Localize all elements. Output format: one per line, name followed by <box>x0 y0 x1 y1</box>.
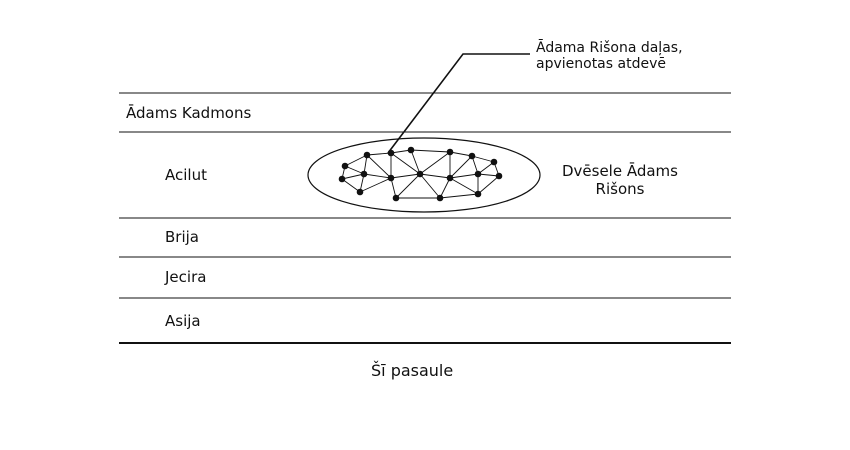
soul-parts-network <box>338 146 503 202</box>
world-label-brija: Brija <box>165 228 199 246</box>
soul-part-node <box>474 170 482 178</box>
this-world-label: Šī pasaule <box>371 361 454 380</box>
soul-part-node <box>474 190 482 198</box>
soul-part-node <box>360 170 368 178</box>
soul-ellipse <box>307 137 541 213</box>
soul-part-node <box>356 188 364 196</box>
soul-part-node <box>392 194 400 202</box>
callout-pointer-line <box>387 53 530 154</box>
soul-part-node <box>468 152 476 160</box>
callout-label-line-1: Ādama Rišona daļas, <box>536 40 683 56</box>
soul-part-node <box>387 174 395 182</box>
soul-part-node <box>436 194 444 202</box>
soul-part-node <box>490 158 498 166</box>
world-label-adam-kadmon: Ādams Kadmons <box>126 104 252 122</box>
world-label-acilut: Acilut <box>165 166 207 184</box>
soul-part-node <box>446 174 454 182</box>
soul-part-node <box>387 149 395 157</box>
soul-label-line-2: Rišons <box>595 180 645 198</box>
soul-label-line-1: Dvēsele Ādams <box>561 162 678 180</box>
soul-part-node <box>338 175 346 183</box>
world-label-asija: Asija <box>165 312 201 330</box>
world-label-jecira: Jecira <box>165 268 207 286</box>
callout-label-line-2: apvienotas atdevē <box>536 56 666 72</box>
soul-part-node <box>446 148 454 156</box>
soul-part-node <box>341 162 349 170</box>
soul-part-node <box>495 172 503 180</box>
soul-part-node <box>407 146 415 154</box>
network-nodes <box>338 146 503 202</box>
soul-part-node <box>416 170 424 178</box>
network-edges <box>341 149 500 199</box>
soul-part-node <box>363 151 371 159</box>
